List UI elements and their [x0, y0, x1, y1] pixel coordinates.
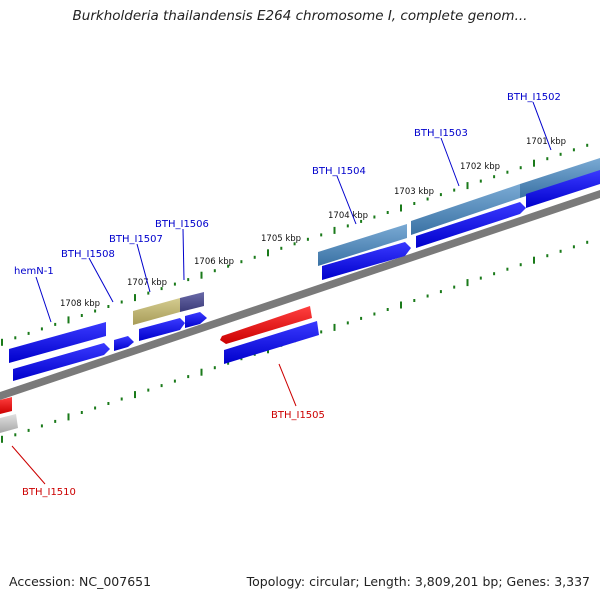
cds-btt-i1505-upper[interactable]	[220, 306, 312, 344]
label-hemn-1[interactable]: hemN-1	[14, 266, 54, 277]
scale-label-1702: 1702 kbp	[460, 162, 500, 172]
cds-btt-i1510[interactable]	[0, 414, 18, 433]
label-btt-i1508[interactable]: BTH_I1508	[61, 249, 115, 260]
scale-label-1707: 1707 kbp	[127, 278, 167, 288]
leader-btt-i1508	[88, 257, 114, 303]
label-btt-i1507[interactable]: BTH_I1507	[109, 234, 163, 245]
gene-btt-i1506[interactable]	[180, 292, 204, 312]
cds-hemn-1-lower[interactable]	[13, 343, 110, 381]
gene-btt-i1504[interactable]	[318, 224, 407, 266]
chromosome-backbone	[0, 190, 600, 400]
leader-hemn-1	[35, 276, 52, 323]
accession-text: Accession: NC_007651	[9, 574, 152, 589]
label-btt-i1505[interactable]: BTH_I1505	[271, 410, 325, 421]
cds-btt-i1508[interactable]	[114, 336, 134, 351]
label-btt-i1503[interactable]: BTH_I1503	[414, 128, 468, 139]
label-btt-i1510[interactable]: BTH_I1510	[22, 487, 76, 498]
label-btt-i1504[interactable]: BTH_I1504	[312, 166, 366, 177]
label-btt-i1502[interactable]: BTH_I1502	[507, 92, 561, 103]
genome-summary-text: Topology: circular; Length: 3,809,201 bp…	[246, 574, 590, 589]
scale-label-1704: 1704 kbp	[328, 211, 368, 221]
cds-btt-i1502[interactable]	[526, 170, 600, 208]
gene-btt-i1502[interactable]	[520, 158, 600, 198]
label-btt-i1506[interactable]: BTH_I1506	[155, 219, 209, 230]
leader-btt-i1507	[136, 243, 151, 293]
leader-btt-i1504	[336, 175, 357, 225]
gene-btt-i1503[interactable]	[411, 184, 520, 235]
cds-btt-i1504[interactable]	[322, 242, 411, 280]
scale-label-1708: 1708 kbp	[60, 299, 100, 309]
upper-tick-track	[1, 143, 589, 346]
leader-btt-i1510	[11, 445, 46, 485]
scale-label-1706: 1706 kbp	[194, 257, 234, 267]
cds-btt-i1505-lower[interactable]	[224, 321, 319, 364]
cds-btt-i1507[interactable]	[139, 318, 185, 341]
map-title: Burkholderia thailandensis E264 chromoso…	[72, 8, 528, 24]
leader-btt-i1506	[182, 228, 185, 281]
leader-btt-i1503	[440, 137, 460, 187]
gene-btt-i1507[interactable]	[133, 298, 180, 325]
scale-label-1701: 1701 kbp	[526, 137, 566, 147]
leader-btt-i1505	[278, 363, 297, 407]
cds-hemn-1[interactable]	[9, 322, 106, 363]
scale-label-1705: 1705 kbp	[261, 234, 301, 244]
scale-label-1703: 1703 kbp	[394, 187, 434, 197]
cds-btt-i1506[interactable]	[185, 312, 207, 328]
gene-btt-i1510[interactable]	[0, 397, 12, 414]
leader-btt-i1502	[532, 101, 552, 151]
cds-btt-i1503[interactable]	[416, 202, 526, 248]
